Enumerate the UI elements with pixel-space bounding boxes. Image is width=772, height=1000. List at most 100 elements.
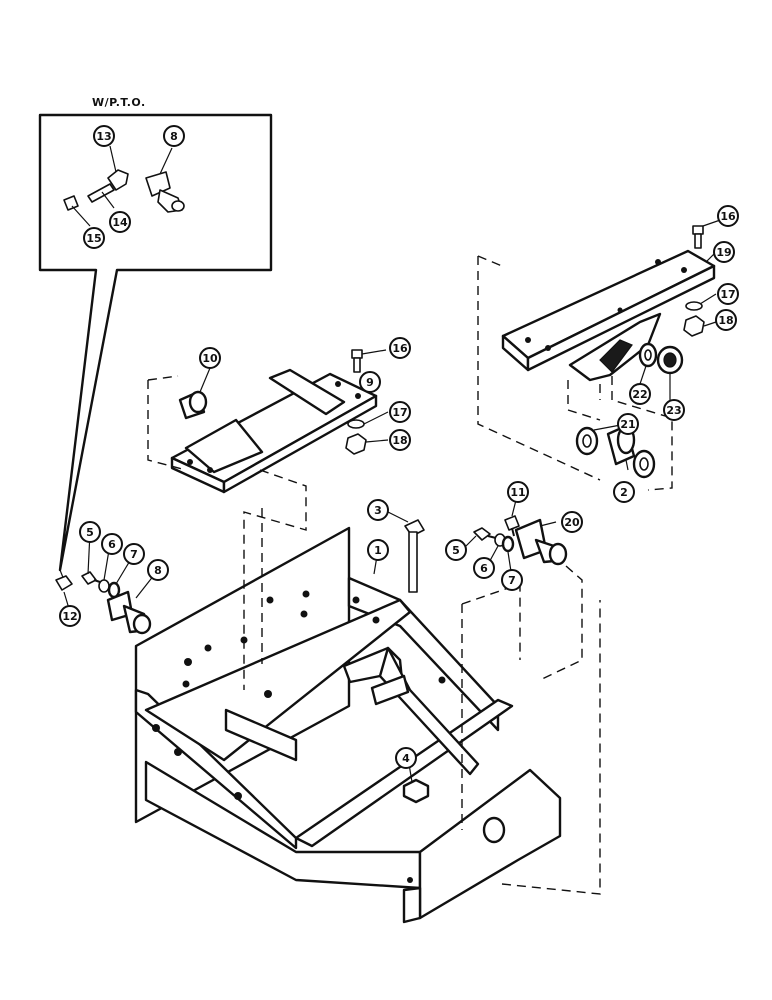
inset-fitting-13	[107, 145, 129, 191]
callout-number: 22	[632, 388, 647, 401]
callout-circle	[109, 211, 131, 233]
callout-number: 20	[564, 516, 580, 529]
callout-circle	[507, 481, 529, 503]
callout-19: 19	[713, 241, 735, 263]
callout-number: 11	[510, 486, 525, 499]
callout-circle	[367, 539, 389, 561]
callout-number: 19	[716, 246, 731, 259]
assembly-guides	[147, 255, 673, 895]
callout-2: 2	[613, 481, 635, 503]
callout-18: 18	[715, 309, 737, 331]
callout-circle	[83, 227, 105, 249]
callout-number: 15	[86, 232, 101, 245]
callout-number: 1	[374, 544, 382, 557]
callout-circle	[93, 125, 115, 147]
callout-20: 20	[561, 511, 583, 533]
bracket-8-left	[106, 590, 152, 635]
callout-8: 8	[163, 125, 185, 147]
callout-circle	[147, 559, 169, 581]
washer-7-left	[107, 581, 121, 599]
bolt-5-left	[81, 571, 101, 585]
callout-circle	[617, 413, 639, 435]
callout-circle	[199, 347, 221, 369]
callout-number: 23	[666, 404, 681, 417]
mounting-plate-19	[501, 249, 716, 382]
callout-circle	[359, 371, 381, 393]
bushing-10	[178, 390, 208, 420]
callout-number: 7	[508, 574, 516, 587]
callout-number: 8	[154, 564, 162, 577]
callout-9: 9	[359, 371, 381, 393]
callout-circle	[561, 511, 583, 533]
callout-circle	[663, 399, 685, 421]
callout-5: 5	[79, 521, 101, 543]
callout-number: 13	[96, 130, 111, 143]
callout-circle	[389, 429, 411, 451]
callout-circle	[389, 337, 411, 359]
washer-17-upper	[685, 301, 703, 311]
callout-number: 8	[170, 130, 178, 143]
inset-title: W/P.T.O.	[92, 96, 146, 109]
callout-number: 5	[452, 544, 460, 557]
callout-number: 7	[130, 548, 138, 561]
washer-22	[638, 342, 658, 368]
callout-1: 1	[367, 539, 389, 561]
callout-7: 7	[501, 569, 523, 591]
callout-15: 15	[83, 227, 105, 249]
callout-4: 4	[395, 747, 417, 769]
callout-circle	[389, 401, 411, 423]
callout-6: 6	[101, 533, 123, 555]
callout-number: 21	[620, 418, 635, 431]
callout-16: 16	[389, 337, 411, 359]
nut-18-lower	[345, 433, 367, 455]
callout-number: 12	[62, 610, 77, 623]
callout-circle	[395, 747, 417, 769]
nut-18-upper	[683, 315, 705, 337]
callout-7: 7	[123, 543, 145, 565]
callout-21: 21	[617, 413, 639, 435]
callout-circle	[367, 499, 389, 521]
long-bolt-3	[404, 519, 425, 593]
callout-17: 17	[717, 283, 739, 305]
callout-23: 23	[663, 399, 685, 421]
callout-number: 3	[374, 504, 382, 517]
callout-circle	[473, 557, 495, 579]
callout-number: 6	[480, 562, 488, 575]
callout-11: 11	[507, 481, 529, 503]
callout-number: 4	[402, 752, 410, 765]
callout-number: 10	[202, 352, 218, 365]
callout-number: 6	[108, 538, 116, 551]
inset-cap-15	[63, 195, 91, 227]
callout-number: 18	[718, 314, 733, 327]
callout-22: 22	[629, 383, 651, 405]
callout-circle	[501, 569, 523, 591]
washer-17-lower	[347, 419, 365, 429]
callout-3: 3	[367, 499, 389, 521]
callout-circle	[101, 533, 123, 555]
inset-stud-14	[87, 183, 115, 209]
callout-number: 9	[366, 376, 374, 389]
bolt-16-upper	[692, 225, 704, 249]
inset-bracket-8	[145, 147, 185, 213]
callout-number: 16	[392, 342, 408, 355]
callout-number: 17	[392, 406, 407, 419]
bushing-23	[656, 345, 684, 375]
callout-6: 6	[473, 557, 495, 579]
callout-circle	[613, 481, 635, 503]
callout-circle	[59, 605, 81, 627]
callout-circle	[717, 283, 739, 305]
callout-18: 18	[389, 429, 411, 451]
callout-16: 16	[717, 205, 739, 227]
bolt-5-right	[473, 527, 497, 541]
support-bracket-9	[170, 368, 378, 494]
callout-circle	[713, 241, 735, 263]
bolt-16-lower	[351, 349, 363, 373]
main-frame-1	[134, 526, 562, 924]
nut-4	[402, 778, 430, 804]
callout-5: 5	[445, 539, 467, 561]
washer-6-left	[98, 579, 110, 593]
callout-8: 8	[147, 559, 169, 581]
callout-number: 5	[86, 526, 94, 539]
